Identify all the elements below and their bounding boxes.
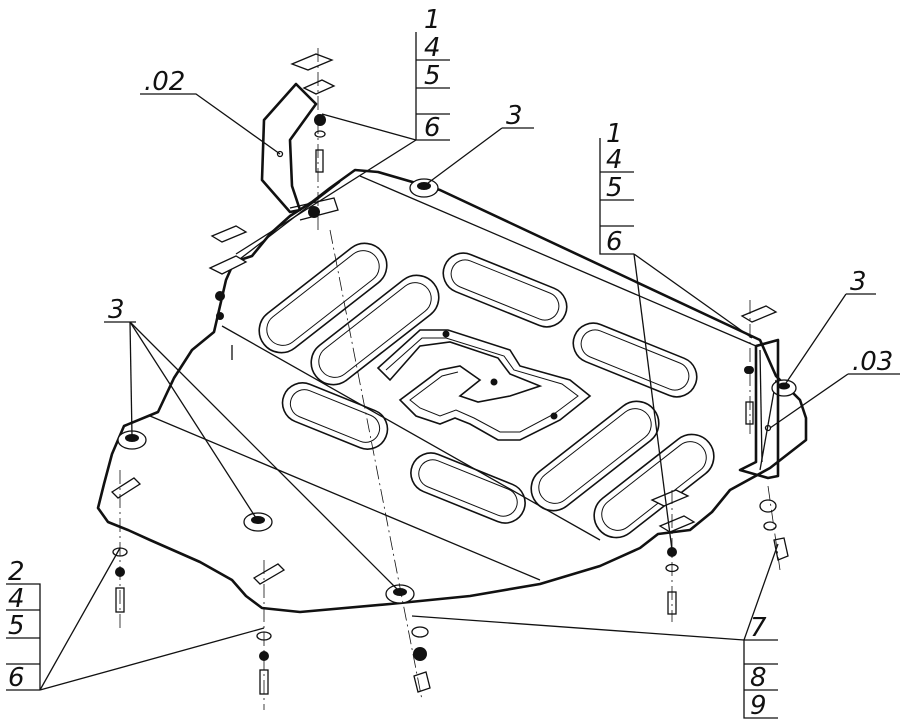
fastener-stack-left-upper: [208, 225, 248, 320]
grommet-front: [385, 584, 415, 604]
fastener-stack-right-rear: [740, 300, 778, 436]
slot: [281, 382, 389, 450]
callout-top-5: 5: [424, 61, 441, 91]
slot: [258, 242, 388, 354]
callout-br-9: 9: [750, 691, 767, 721]
callout-labels: 1 4 5 6 .02 3 1 4 5 6 3 .03 3 2 4 5 6 7 …: [8, 5, 893, 721]
fastener-stack-front-center: [329, 229, 431, 701]
callout-bracket-02: .02: [144, 67, 185, 97]
callout-top-4: 4: [424, 33, 441, 63]
callout-br-7: 7: [750, 613, 767, 643]
stiffening-slots: [258, 242, 715, 539]
fastener-stack-right-bottom: [759, 485, 789, 571]
slot: [572, 322, 698, 398]
slot: [410, 452, 526, 524]
fastener-stack-right-front: [650, 489, 696, 622]
fastener-stack-left: [110, 470, 142, 630]
fastener-stack-top: [290, 48, 336, 230]
callout-bl-2: 2: [8, 557, 25, 587]
grommet-right: [771, 379, 797, 397]
slot: [530, 400, 660, 512]
central-rib: [376, 329, 592, 441]
callout-right-5: 5: [606, 173, 623, 203]
callout-top-6: 6: [424, 113, 441, 143]
bracket-02: [260, 82, 339, 221]
grommet-left: [117, 430, 147, 450]
callout-top-1: 1: [424, 5, 441, 35]
slot: [593, 433, 715, 539]
callout-br-8: 8: [750, 663, 767, 693]
callout-bl-6: 6: [8, 663, 25, 693]
slot: [310, 274, 440, 386]
callout-right-6: 6: [606, 227, 623, 257]
callout-bl-5: 5: [8, 611, 25, 641]
callout-left-3: 3: [108, 295, 125, 325]
callout-bracket-03: .03: [852, 347, 893, 377]
grommets: [117, 178, 797, 604]
callout-right-4: 4: [606, 145, 623, 175]
callout-right-1: 1: [606, 119, 623, 149]
slot: [442, 252, 568, 328]
grommet-top: [409, 178, 439, 198]
skid-plate: [96, 168, 808, 614]
grommet-mid: [243, 512, 273, 532]
callout-bl-4: 4: [8, 584, 25, 614]
leader-lines: [6, 32, 900, 719]
callout-top-3: 3: [506, 101, 523, 131]
fastener-stack-front-left: [252, 560, 286, 710]
callout-right-3: 3: [850, 267, 867, 297]
